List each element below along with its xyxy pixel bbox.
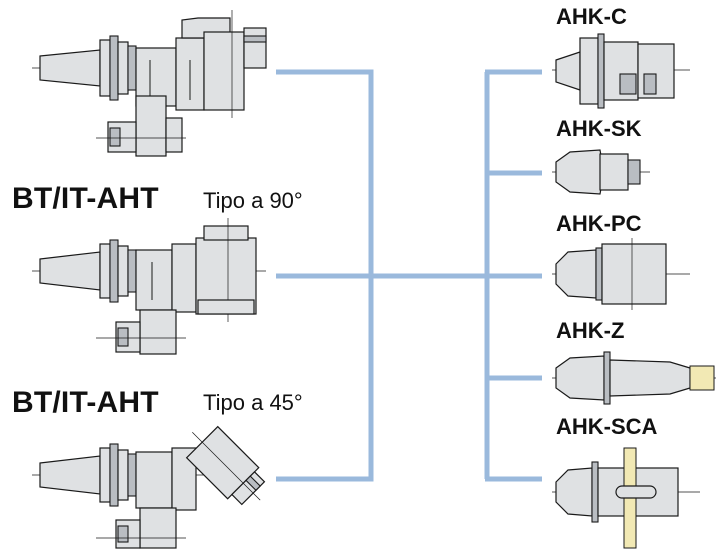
ahk-z-drawing [552, 351, 716, 405]
label-ahk-sk: AHK-SK [556, 116, 642, 141]
title-bt-it-aht-90: BT/IT-AHT [12, 182, 159, 215]
label-ahk-c: AHK-C [556, 4, 627, 29]
ahk-pc-drawing [552, 238, 690, 310]
angle-head-drawing-45 [32, 425, 266, 549]
connector-from-unit-3 [276, 276, 374, 482]
connector-lines [276, 69, 542, 482]
angle-head-drawing-90 [32, 218, 266, 355]
label-ahk-sca: AHK-SCA [556, 414, 658, 439]
label-ahk-pc: AHK-PC [556, 211, 642, 236]
connector-from-unit-1 [276, 69, 374, 276]
ahk-sk-drawing [552, 149, 650, 195]
ahk-c-drawing [552, 33, 690, 109]
subtitle-tipo-45: Tipo a 45° [203, 390, 303, 415]
title-bt-it-aht-45: BT/IT-AHT [12, 386, 159, 419]
label-ahk-z: AHK-Z [556, 318, 625, 343]
angle-head-drawing-top [32, 10, 267, 157]
subtitle-tipo-90: Tipo a 90° [203, 188, 303, 213]
ahk-sca-drawing [552, 447, 700, 549]
